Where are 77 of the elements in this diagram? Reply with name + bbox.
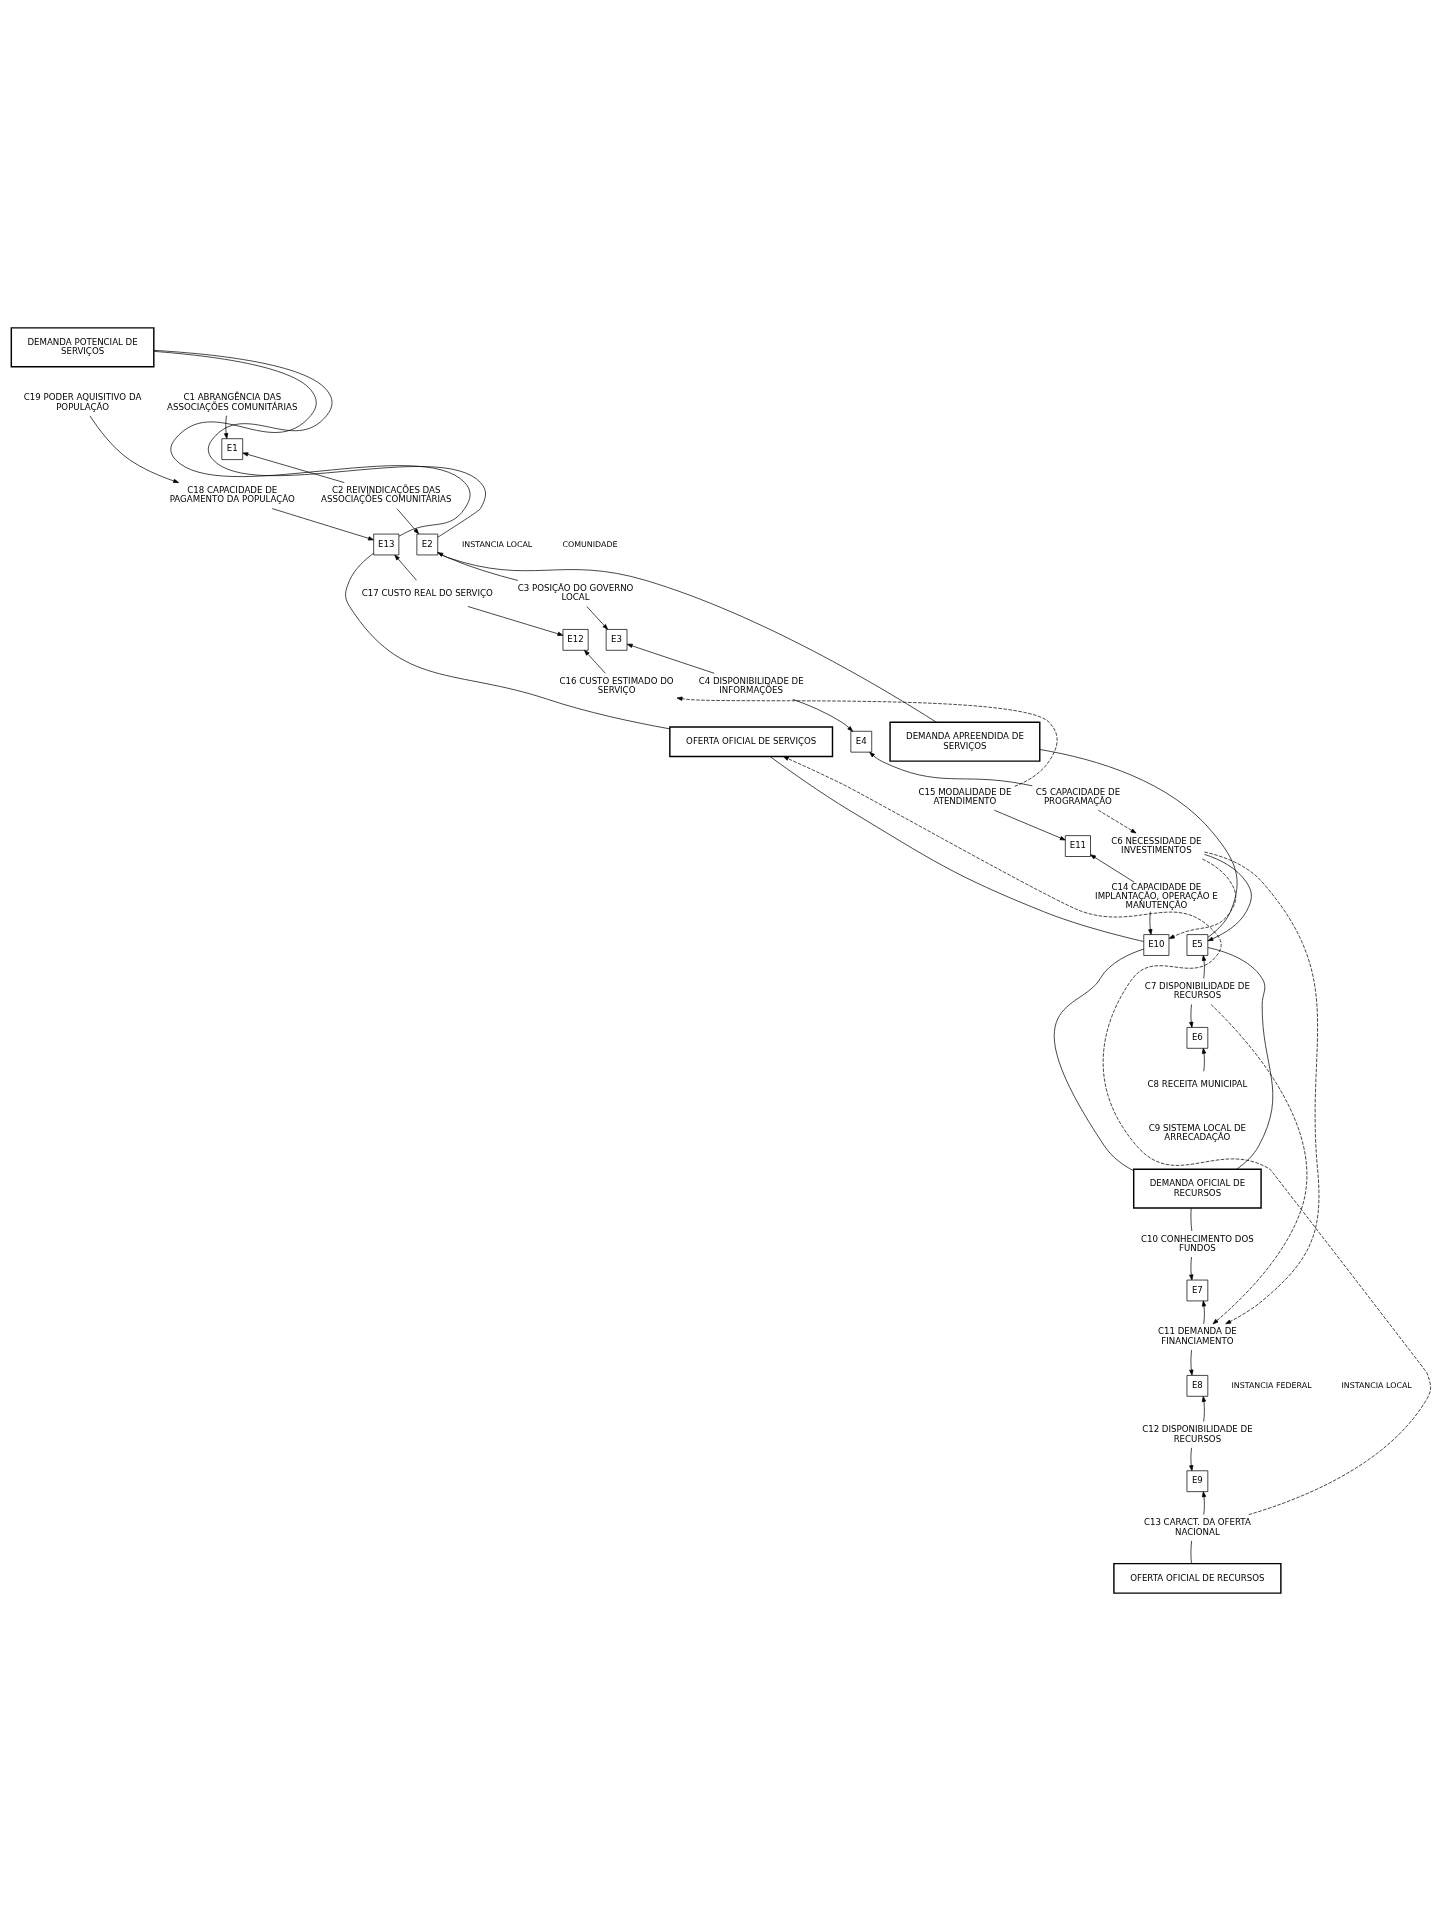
node-text: C7 DISPONIBILIDADE DE RECURSOS	[1144, 981, 1250, 1001]
connector	[437, 552, 937, 723]
arrow	[1201, 955, 1207, 979]
node-box: E9	[1186, 1470, 1209, 1492]
node-box: E6	[1186, 1027, 1209, 1049]
node-text: C15 MODALIDADE DE ATENDIMENTO	[918, 786, 1012, 807]
node-text: C8 RECEITA MUNICIPAL	[1147, 1078, 1248, 1089]
arrow	[242, 452, 345, 483]
arrow	[676, 696, 1058, 787]
arrow	[1210, 1004, 1307, 1325]
node-box: E11	[1064, 835, 1091, 857]
arrow	[586, 606, 608, 630]
node-text: C13 CARACT. DA OFERTA NACIONAL	[1143, 1517, 1251, 1537]
node-text: C19 PODER AQUISITIVO DA POPULAÇÃO	[23, 392, 142, 412]
node-text: C2 REIVINDICAÇÕES DAS ASSOCIAÇÕES COMUNITÁRIAS	[321, 485, 452, 505]
node-box: E12	[562, 629, 589, 651]
node-text: C16 CUSTO ESTIMADO DO SERVIÇO	[559, 675, 674, 696]
node-box: E1	[221, 438, 244, 460]
arrow	[792, 698, 853, 732]
arrow	[271, 508, 374, 541]
arrow	[1201, 1048, 1207, 1072]
arrow	[1201, 1300, 1207, 1325]
arrow	[224, 415, 229, 439]
node-box: E2	[416, 533, 439, 556]
node-box: E4	[850, 730, 873, 753]
node-text: C6 NECESSIDADE DE INVESTIMENTOS	[1111, 835, 1202, 855]
node-text: C9 SISTEMA LOCAL DE ARRECADAÇÃO	[1148, 1122, 1247, 1143]
arrow	[437, 552, 519, 581]
connector	[1190, 1540, 1193, 1564]
node-box: OFERTA OFICIAL DE RECURSOS	[1113, 1562, 1282, 1594]
arrow	[626, 643, 715, 674]
arrow	[394, 554, 417, 581]
node-box: E13	[373, 533, 400, 556]
connector	[1054, 948, 1144, 1172]
arrow	[782, 756, 1431, 1515]
connector	[769, 756, 1144, 942]
node-box: E3	[605, 629, 628, 651]
node-box: DEMANDA POTENCIAL DE SERVIÇOS	[10, 327, 155, 368]
node-box: E8	[1186, 1375, 1209, 1397]
node-text: C10 CONHECIMENTO DOS FUNDOS	[1141, 1233, 1254, 1253]
arrow	[869, 751, 1033, 787]
connector	[1207, 947, 1274, 1170]
arrow	[89, 415, 179, 483]
node-text: C17 CUSTO REAL DO SERVIÇO	[361, 587, 493, 598]
arrow	[1148, 911, 1153, 935]
connector	[345, 552, 671, 730]
arrow	[1204, 851, 1320, 1325]
arrow	[396, 508, 420, 535]
node-box: DEMANDA OFICIAL DE RECURSOS	[1132, 1168, 1262, 1209]
arrow	[1090, 854, 1135, 883]
node-text: C1 ABRANGÊNCIA DAS ASSOCIAÇÕES COMUNITÁRIAS	[167, 392, 298, 412]
node-text: C4 DISPONIBILIDADE DE INFORMAÇÕES	[698, 675, 804, 696]
arrow	[993, 809, 1066, 841]
node-box: OFERTA OFICIAL DE SERVIÇOS	[669, 726, 834, 758]
arrow	[1189, 1256, 1194, 1281]
node-box: E5	[1186, 934, 1209, 956]
node-text: C5 CAPACIDADE DE PROGRAMAÇÃO	[1035, 786, 1121, 807]
node-box: E10	[1143, 934, 1170, 956]
arrow	[1201, 1396, 1207, 1422]
connector	[1190, 1207, 1193, 1232]
arrow	[1189, 1447, 1194, 1471]
arrow	[1189, 1349, 1194, 1376]
node-text: C12 DISPONIBILIDADE DE RECURSOS	[1142, 1424, 1253, 1444]
arrow	[467, 606, 564, 636]
node-text: C14 CAPACIDADE DE IMPLANTAÇÃO, OPERAÇÃO E MANUTENÇÃO	[1095, 881, 1218, 911]
arrow	[1201, 1491, 1207, 1515]
arrow	[584, 650, 606, 674]
node-text: C18 CAPACIDADE DE PAGAMENTO DA POPULAÇÃO	[169, 485, 295, 505]
node-text: C11 DEMANDA DE FINANCIAMENTO	[1157, 1326, 1237, 1346]
arrow	[1097, 809, 1137, 834]
node-box: DEMANDA APREENDIDA DE SERVIÇOS	[889, 721, 1041, 762]
connector	[1039, 749, 1238, 938]
arrow	[1168, 858, 1237, 939]
arrow	[1204, 854, 1252, 942]
node-box: E7	[1186, 1279, 1209, 1302]
arrow	[1189, 1004, 1194, 1028]
node-text: C3 POSIÇÃO DO GOVERNO LOCAL	[517, 583, 634, 603]
